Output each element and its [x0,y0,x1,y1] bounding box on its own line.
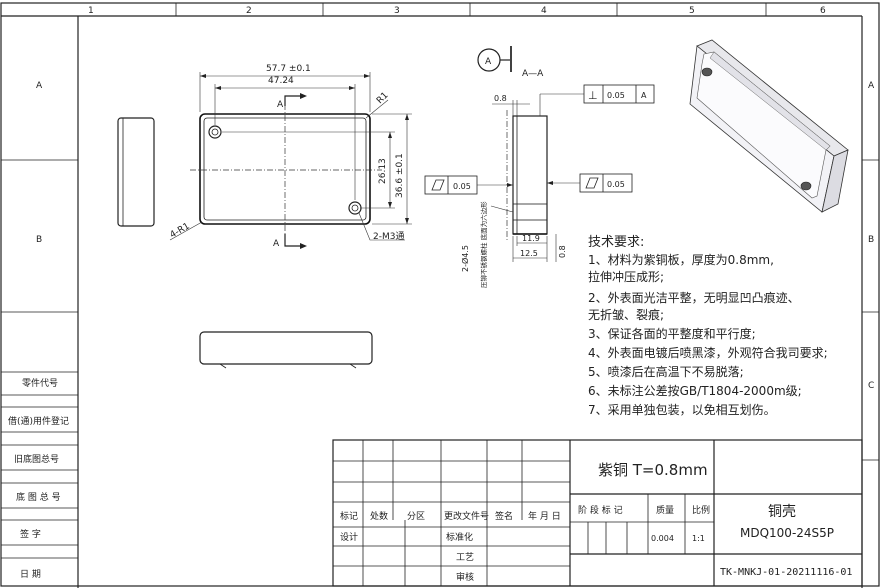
left-side-view [117,117,155,227]
requirement-item: 4、外表面电镀后喷黑漆，外观符合我司要求; [588,345,828,360]
column-label-3: 3 [394,6,400,16]
requirement-item: 2、外表面光洁平整，无明显凹凸痕迹、 [588,290,800,305]
mass-value: 0.004 [651,534,674,543]
header-count: 处数 [370,510,388,522]
iso-hole-bottom [800,181,812,191]
requirement-item: 1、材料为紫铜板，厚度为0.8mm, [588,252,774,267]
title-block: 标记 处数 分区 更改文件号 签名 年 月 日 设计 标准化 工艺 审核 紫铜 … [332,439,863,587]
label-process: 工艺 [456,552,474,563]
side-label-date: 日 期 [20,569,41,580]
requirement-item: 拉伸冲压成形; [588,269,664,284]
label-review: 审核 [456,571,474,583]
flatness-tol-right: 0.05 [607,180,625,189]
row-label-c-right: C [868,381,874,391]
material-spec: 紫铜 T=0.8mm [598,461,708,479]
label-design: 设计 [340,531,358,543]
requirement-item: 5、喷漆后在高温下不易脱落; [588,364,744,379]
isometric-view [689,39,849,213]
row-label-a: A [36,81,43,91]
column-label-6: 6 [820,6,826,16]
datum-label: A [485,57,492,67]
label-scale: 比例 [692,504,710,516]
row-label-b: B [36,235,42,245]
section-title: A—A [522,69,544,79]
hole-note-standoff: 2-Ø4.5 [460,245,470,272]
dim-height-a: 11.9 [522,234,540,243]
perp-tolerance: 0.05 [607,91,625,100]
side-label-base: 底 图 总 号 [16,491,61,503]
section-view: A A—A 0.8 ⊥ 0.05 A 0.05 0.0 [424,46,655,288]
header-date: 年 月 日 [528,510,561,522]
dim-outer-width: 57.7 ±0.1 [266,64,311,74]
side-label-old-base: 旧底图总号 [14,453,59,465]
mounting-hole-top [208,125,222,139]
iso-hole-top [701,67,713,77]
header-mark: 标记 [340,510,358,522]
perp-tolerance-frame [583,84,655,104]
requirement-item: 7、采用单独包装，以免相互划伤。 [588,402,776,417]
perp-datum: A [641,91,647,100]
header-change-doc: 更改文件号 [444,510,489,522]
dim-height: 36.6 ±0.1 [395,153,405,198]
row-label-a-right: A [868,81,875,91]
label-mass: 质量 [656,504,674,516]
hole-note-m3: 2-M3通 [373,231,404,242]
radius-corner: 4-R1 [169,221,192,240]
dim-inner-width: 47.24 [268,76,294,86]
flatness-tol-left: 0.05 [453,182,471,191]
row-grid: A B A B C [1,81,879,461]
drawing-number: TK-MNKJ-01-20211116-01 [720,567,852,578]
label-standardize: 标准化 [446,531,473,543]
column-label-4: 4 [541,6,547,16]
flatness-icon-left [431,179,445,191]
radius-outer: R1 [375,91,391,107]
flatness-icon-right [585,177,599,189]
header-zone: 分区 [407,511,425,522]
requirement-item: 3、保证各面的平整度和平行度; [588,326,756,341]
label-stage: 阶 段 标 记 [578,504,623,516]
side-label-part-code: 零件代号 [22,377,58,389]
requirement-item: 6、未标注公差按GB/T1804-2000m级; [588,383,802,398]
column-label-1: 1 [88,6,94,16]
column-label-2: 2 [246,6,252,16]
dim-wall: 0.8 [494,94,507,103]
hole-note-detail: 压铆不锈钢螺柱 底面为六边形 [479,201,488,288]
perp-symbol: ⊥ [588,89,598,102]
bottom-view [199,331,373,365]
requirement-item: 无折皱、裂痕; [588,307,664,322]
dim-height-b: 12.5 [520,249,538,258]
column-grid: 1 2 3 4 5 6 [88,3,826,16]
technical-requirements: 技术要求: 1、材料为紫铜板，厚度为0.8mm, 拉伸冲压成形; 2、外表面光洁… [588,235,828,417]
row-label-b-right: B [868,235,874,245]
side-label-table: 零件代号 借(通)用件登记 旧底图总号 底 图 总 号 签 字 日 期 [1,371,78,580]
side-label-sign: 签 字 [20,528,41,540]
dim-thickness: 0.8 [558,245,567,258]
standoff [512,203,548,221]
part-name: 铜壳 [768,503,796,520]
dim-hole-span: 26.13 [378,158,388,184]
mounting-hole-bottom [348,201,362,215]
requirements-heading: 技术要求: [588,235,644,250]
scale-value: 1:1 [692,534,705,543]
front-plate [199,113,371,225]
side-label-borrow: 借(通)用件登记 [8,415,69,427]
section-marker-top: A [277,100,284,110]
column-label-5: 5 [689,6,695,16]
section-marker-bottom: A [273,239,280,249]
header-signature: 签名 [495,510,513,522]
part-number: MDQ100-24S5P [740,526,834,540]
front-view: A A 57.7 ±0.1 47.24 36.6 ±0.1 26.13 R1 [117,64,412,369]
